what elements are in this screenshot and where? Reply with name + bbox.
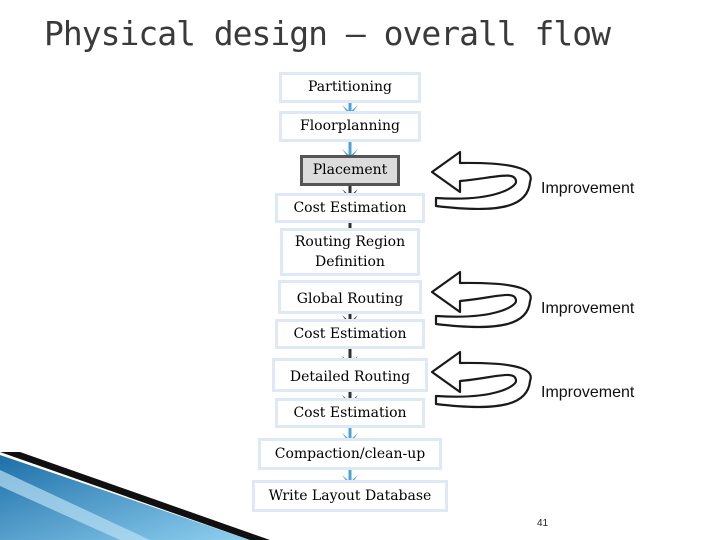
step-cost-estimation-3-label: Cost Estimation [293,404,407,421]
step-cost-estimation-2-label: Cost Estimation [293,325,407,342]
step-cost-estimation-1: Cost Estimation [275,193,425,223]
improvement-label-1: Improvement [541,180,635,197]
improvement-label-2: Improvement [541,300,635,317]
step-placement-label: Placement [312,162,388,179]
step-global-routing-label: Global Routing [296,291,404,307]
step-global-routing: Global Routing [278,280,422,314]
routing-region-line2: Definition [315,254,385,270]
improvement-arrow-3 [430,350,532,409]
step-partitioning: Partitioning [279,72,421,103]
step-detailed-routing: Detailed Routing [272,358,428,392]
step-partitioning-label: Partitioning [308,79,392,96]
corner-decoration [0,452,270,540]
step-detailed-routing-label: Detailed Routing [289,369,411,385]
page-number: 41 [537,518,549,529]
slide-title: Physical design – overall flow [44,14,611,53]
step-compaction: Compaction/clean-up [258,438,442,470]
step-compaction-label: Compaction/clean-up [274,445,426,462]
step-floorplanning-label: Floorplanning [299,118,401,135]
step-cost-estimation-3: Cost Estimation [275,398,425,428]
step-floorplanning: Floorplanning [279,111,421,142]
step-cost-estimation-2: Cost Estimation [275,319,425,349]
step-write-layout-database-label: Write Layout Database [268,487,432,504]
improvement-arrow-2 [430,270,532,329]
step-write-layout-database: Write Layout Database [252,480,448,512]
step-placement: Placement [300,155,400,186]
routing-region-line1: Routing Region [294,233,406,250]
improvement-arrow-1 [430,150,532,211]
improvement-loops [430,150,532,409]
step-cost-estimation-1-label: Cost Estimation [293,199,407,216]
improvement-label-3: Improvement [541,384,635,401]
